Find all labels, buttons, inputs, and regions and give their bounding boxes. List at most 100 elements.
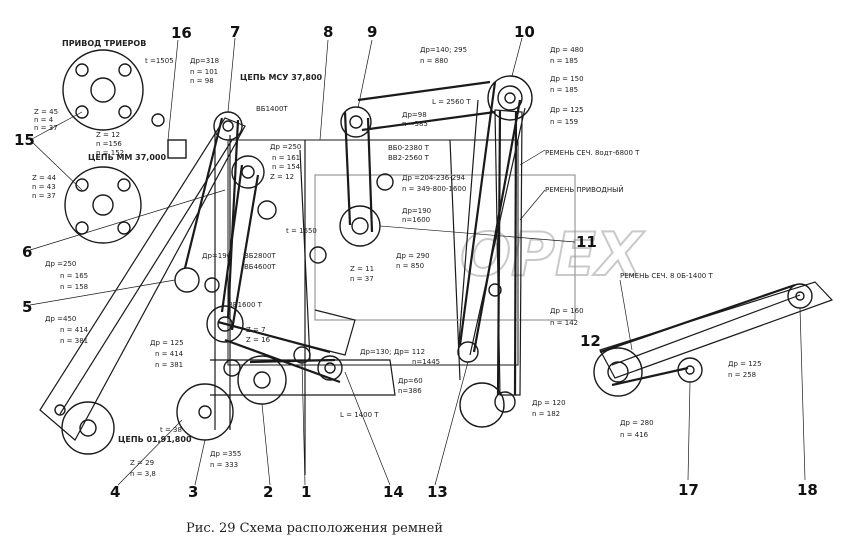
param-label: n=1445 [412, 358, 440, 366]
param-label: n=386 [398, 387, 422, 395]
callout-3: 3 [188, 483, 198, 501]
param-label: n = 154 [272, 163, 301, 171]
param-label: n = 37 [350, 275, 374, 283]
callout-11: 11 [576, 233, 597, 251]
param-label: n = 333 [210, 461, 238, 469]
callout-10: 10 [514, 23, 535, 41]
param-label: Дp = 120 [532, 399, 566, 407]
param-label: n = 43 [32, 183, 56, 191]
param-label: n = 101 [190, 68, 218, 76]
param-label: Дp =450 [45, 315, 76, 323]
param-label: L = 2560 Т [432, 98, 471, 106]
param-label: n = 98 [190, 77, 214, 85]
param-label: n = 159 [550, 118, 578, 126]
param-label: n = 37 [32, 192, 56, 200]
param-label: Др =250 [270, 143, 301, 151]
param-label: n = 258 [728, 371, 756, 379]
param-label: t = 1650 [286, 227, 317, 235]
chain-msu-label: ЦЕПЬ МСУ 37,800 [240, 73, 323, 82]
callout-15: 15 [14, 131, 35, 149]
param-label: Дp=60 [398, 377, 423, 385]
param-label: n = 381 [155, 361, 183, 369]
param-label: Др = 280 [620, 419, 654, 427]
callout-7: 7 [230, 23, 240, 41]
param-label: n = 414 [60, 326, 89, 334]
belt-far-right-label: РЕМЕНЬ СЕЧ. 8 0Б-1400 Т [620, 272, 713, 280]
param-label: Др=98 [402, 111, 427, 119]
param-label: Др = 125 [550, 106, 584, 114]
figure-caption: Рис. 29 Схема расположения ремней [186, 521, 443, 536]
param-label: Дp = 125 [150, 339, 184, 347]
param-label: Z = 7 [246, 326, 266, 334]
param-label: ВБ1600 Т [228, 301, 263, 309]
belt-variator-label: РЕМЕНЬ ПРИВОДНЫЙ [545, 185, 624, 194]
callout-6: 6 [22, 243, 32, 261]
param-label: n =156 [96, 140, 122, 148]
param-label: Z = 29 [130, 459, 154, 467]
param-label: Z = 16 [246, 336, 271, 344]
callout-numbers: 1 2 3 4 5 6 7 8 9 10 11 12 13 14 15 16 1… [14, 23, 818, 501]
param-label: L = 1400 Т [340, 411, 379, 419]
param-label: Z = 11 [350, 265, 374, 273]
callout-13: 13 [427, 483, 448, 501]
param-label: n = 850 [396, 262, 424, 270]
param-label: n = 416 [620, 431, 649, 439]
section-labels: ПРИВОД ТРИЕРОВ ЦЕПЬ МСУ 37,800 ЦЕПЬ ММ 3… [62, 39, 713, 444]
param-label: Дp = 290 [396, 252, 430, 260]
param-label: Z = 12 [96, 131, 120, 139]
callout-16: 16 [171, 24, 192, 42]
param-label: Др=140; 295 [420, 46, 467, 54]
callout-2: 2 [263, 483, 273, 501]
param-label: Z = 44 [32, 174, 57, 182]
belts [183, 80, 796, 396]
param-label: n = 349-800-1600 [402, 185, 466, 193]
param-label: Др = 150 [550, 75, 584, 83]
param-label: Дp =204-236-294 [402, 174, 466, 182]
callout-8: 8 [323, 23, 333, 41]
param-label: Др = 125 [728, 360, 762, 368]
param-label: Z = 45 [34, 108, 58, 116]
param-label: n = 3,8 [130, 470, 156, 478]
param-label: ВВ2-2560 Т [388, 154, 430, 162]
belt-right-label: РЕМЕНЬ СЕЧ. 8одт-6800 Т [545, 149, 640, 157]
param-label: Дp=190 [202, 252, 231, 260]
param-label: Z = 12 [270, 173, 294, 181]
param-label: ВБ2800Т [244, 252, 276, 260]
param-label: Дp=190 [402, 207, 431, 215]
chain-bottom-label: ЦЕПЬ 01,91,800 [118, 435, 192, 444]
param-label: Дp = 160 [550, 307, 584, 315]
param-label: Др =355 [210, 450, 241, 458]
param-label: n = 414 [155, 350, 184, 358]
param-label: Др =250 [45, 260, 76, 268]
pulleys [54, 49, 813, 455]
param-label: n = 142 [550, 319, 578, 327]
param-label: n = 165 [60, 272, 88, 280]
leader-lines [29, 37, 806, 486]
callout-18: 18 [797, 481, 818, 499]
parameter-labels: t =1505 Дp=318 n = 101 n = 98 Z = 45 n =… [32, 46, 762, 478]
trier-drive-title: ПРИВОД ТРИЕРОВ [62, 39, 146, 48]
callout-14: 14 [383, 483, 404, 501]
param-label: n=1600 [402, 216, 430, 224]
param-label: n = 152 [96, 149, 124, 157]
chain-mm-label: ЦЕПЬ ММ 37,000 [88, 153, 166, 162]
param-label: n = 161 [272, 154, 300, 162]
callout-12: 12 [580, 332, 601, 350]
param-label: n =385 [402, 120, 428, 128]
callout-5: 5 [22, 298, 32, 316]
param-label: Др=130; Др= 112 [360, 348, 425, 356]
param-label: n = 4 [34, 116, 54, 124]
param-label: n = 182 [532, 410, 560, 418]
watermark: OPEX [460, 220, 645, 290]
param-label: n = 185 [550, 57, 578, 65]
callout-4: 4 [110, 483, 120, 501]
param-label: Др = 480 [550, 46, 584, 54]
param-label: t =1505 [145, 57, 174, 65]
callout-17: 17 [678, 481, 699, 499]
param-label: t = 38 [160, 426, 182, 434]
param-label: n = 37 [34, 124, 58, 132]
param-label: ВБ1400Т [256, 105, 288, 113]
param-label: n = 381 [60, 337, 88, 345]
param-label: n = 158 [60, 283, 88, 291]
